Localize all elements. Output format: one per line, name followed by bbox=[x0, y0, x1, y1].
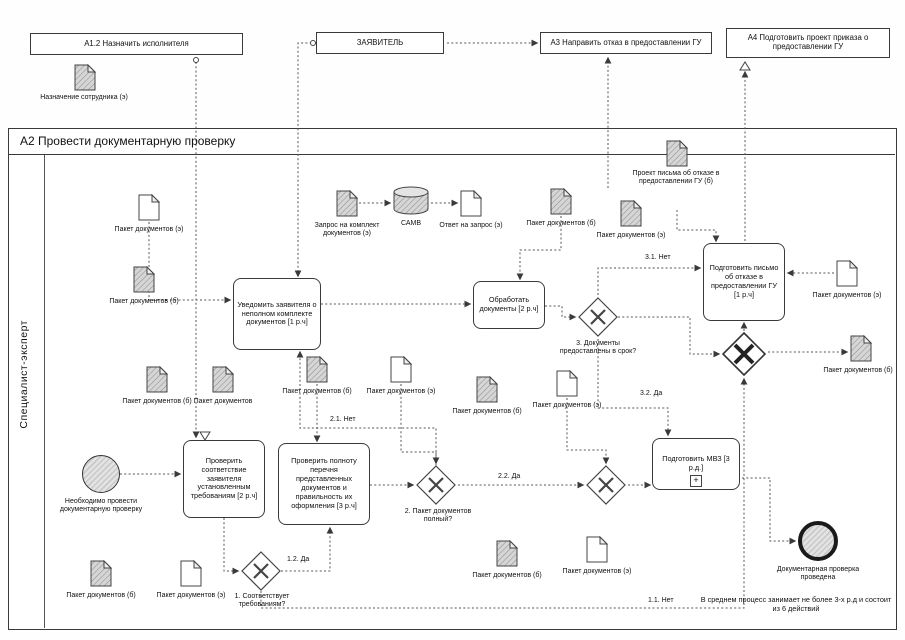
task-prepare-refusal-letter-label: Подготовить письмо об отказе в предостав… bbox=[709, 263, 779, 299]
gateway-1-label: 1. Соответствует требованиям? bbox=[234, 593, 290, 609]
external-participant-applicant-label: ЗАЯВИТЕЛЬ bbox=[356, 37, 404, 47]
document-icon bbox=[550, 187, 573, 220]
document-icon bbox=[496, 539, 519, 572]
document-icon bbox=[476, 375, 499, 408]
external-participant-applicant: ЗАЯВИТЕЛЬ bbox=[316, 32, 444, 54]
external-activity-a3: A3 Направить отказ в предоставлении ГУ bbox=[540, 32, 712, 54]
document-icon bbox=[850, 334, 873, 367]
external-activity-a4-label: A4 Подготовить проект приказа о предоста… bbox=[747, 33, 869, 51]
flow-label-22: 2.2. Да bbox=[498, 473, 521, 480]
document-label: Проект письма об отказе в предоставлении… bbox=[632, 170, 720, 186]
document-icon bbox=[556, 369, 579, 402]
process-duration-note: В среднем процесс занимает не более 3-х … bbox=[700, 595, 892, 613]
external-activity-a4: A4 Подготовить проект приказа о предоста… bbox=[726, 28, 890, 58]
gateway-merge-mid bbox=[586, 465, 626, 510]
document-label: Пакет документов (б) bbox=[122, 398, 192, 405]
document-label: Запрос на комплект документов (э) bbox=[314, 222, 380, 238]
start-event-label: Необходимо провести документарную провер… bbox=[59, 498, 143, 514]
task-check-applicant: Проверить соответствие заявителя установ… bbox=[183, 440, 265, 518]
task-check-completeness-label: Проверить полноту перечня представленных… bbox=[291, 456, 357, 510]
task-prepare-mvz-label: Подготовить МВЗ [3 р.д.] bbox=[662, 454, 730, 472]
document-label: Пакет документов (э) bbox=[114, 226, 184, 233]
document-icon bbox=[306, 355, 329, 388]
task-prepare-refusal-letter: Подготовить письмо об отказе в предостав… bbox=[703, 243, 785, 321]
gateway-merge-right bbox=[721, 331, 767, 381]
document-label: Пакет документов (э) bbox=[366, 388, 436, 395]
gateway-1-conformity bbox=[241, 551, 281, 596]
document-icon bbox=[180, 559, 203, 592]
document-label: Пакет документов (б) bbox=[452, 408, 522, 415]
flow-label-12: 1.2. Да bbox=[287, 556, 310, 563]
document-icon bbox=[620, 199, 643, 232]
gateway-2-complete bbox=[416, 465, 456, 510]
lane-label: Специалист-эксперт bbox=[18, 320, 30, 429]
task-notify-applicant-label: Уведомить заявителя о неполном комплекте… bbox=[237, 299, 317, 327]
document-label: Пакет документов (э) bbox=[596, 232, 666, 239]
gateway-2-label: 2. Пакет документов полный? bbox=[404, 508, 472, 524]
datastore-label: САМВ bbox=[400, 220, 422, 227]
pool-title: A2 Провести документарную проверку bbox=[20, 134, 236, 148]
document-icon bbox=[586, 535, 609, 568]
task-notify-applicant: Уведомить заявителя о неполном комплекте… bbox=[233, 278, 321, 350]
document-label: Пакет документов (б) bbox=[66, 592, 136, 599]
document-icon bbox=[133, 265, 156, 298]
external-activity-a12-label: A1.2 Назначить исполнителя bbox=[84, 38, 189, 48]
task-check-completeness: Проверить полноту перечня представленных… bbox=[278, 443, 370, 525]
document-label: Пакет документов (э) bbox=[812, 292, 882, 299]
gateway-3-deadline bbox=[578, 297, 618, 342]
document-label: Ответ на запрос (э) bbox=[439, 222, 503, 229]
document-icon bbox=[90, 559, 113, 592]
document-icon bbox=[74, 63, 97, 96]
document-label: Назначение сотрудника (э) bbox=[40, 94, 128, 101]
task-process-documents: Обработать документы [2 р.ч] bbox=[473, 281, 545, 329]
pool-title-band bbox=[8, 128, 895, 155]
start-event-icon bbox=[82, 455, 120, 493]
document-label: Пакет документов (б) bbox=[526, 220, 596, 227]
document-label: Пакет документов (б) bbox=[282, 388, 352, 395]
task-check-applicant-label: Проверить соответствие заявителя установ… bbox=[190, 455, 258, 501]
document-icon bbox=[336, 189, 359, 222]
end-event-label: Документарная проверка проведена bbox=[776, 566, 860, 582]
document-label: Пакет документов (э) bbox=[532, 402, 602, 409]
external-activity-a3-label: A3 Направить отказ в предоставлении ГУ bbox=[550, 37, 702, 47]
document-label: Пакет документов bbox=[193, 398, 253, 405]
document-icon bbox=[666, 139, 689, 172]
gateway-3-label: 3. Документы предоставлены в срок? bbox=[559, 340, 637, 356]
subprocess-plus-icon: + bbox=[690, 475, 702, 487]
flow-label-11: 1.1. Нет bbox=[648, 597, 674, 604]
document-icon bbox=[138, 193, 161, 226]
document-label: Пакет документов (э) bbox=[156, 592, 226, 599]
document-label: Пакет документов (б) bbox=[109, 298, 179, 305]
document-icon bbox=[212, 365, 235, 398]
lane-divider bbox=[44, 155, 45, 628]
document-label: Пакет документов (б) bbox=[472, 572, 542, 579]
document-icon bbox=[390, 355, 413, 388]
task-prepare-mvz: Подготовить МВЗ [3 р.д.] + bbox=[652, 438, 740, 490]
flow-label-21: 2.1. Нет bbox=[330, 416, 356, 423]
flow-label-31: 3.1. Нет bbox=[645, 254, 671, 261]
external-activity-a12: A1.2 Назначить исполнителя bbox=[30, 33, 243, 55]
end-event-icon bbox=[798, 521, 838, 561]
document-icon bbox=[836, 259, 859, 292]
task-process-documents-label: Обработать документы [2 р.ч] bbox=[479, 295, 539, 313]
document-icon bbox=[146, 365, 169, 398]
datastore-icon bbox=[393, 186, 429, 221]
document-icon bbox=[460, 189, 483, 222]
document-label: Пакет документов (э) bbox=[562, 568, 632, 575]
flow-label-32: 3.2. Да bbox=[640, 390, 663, 397]
document-label: Пакет документов (б) bbox=[823, 367, 893, 374]
